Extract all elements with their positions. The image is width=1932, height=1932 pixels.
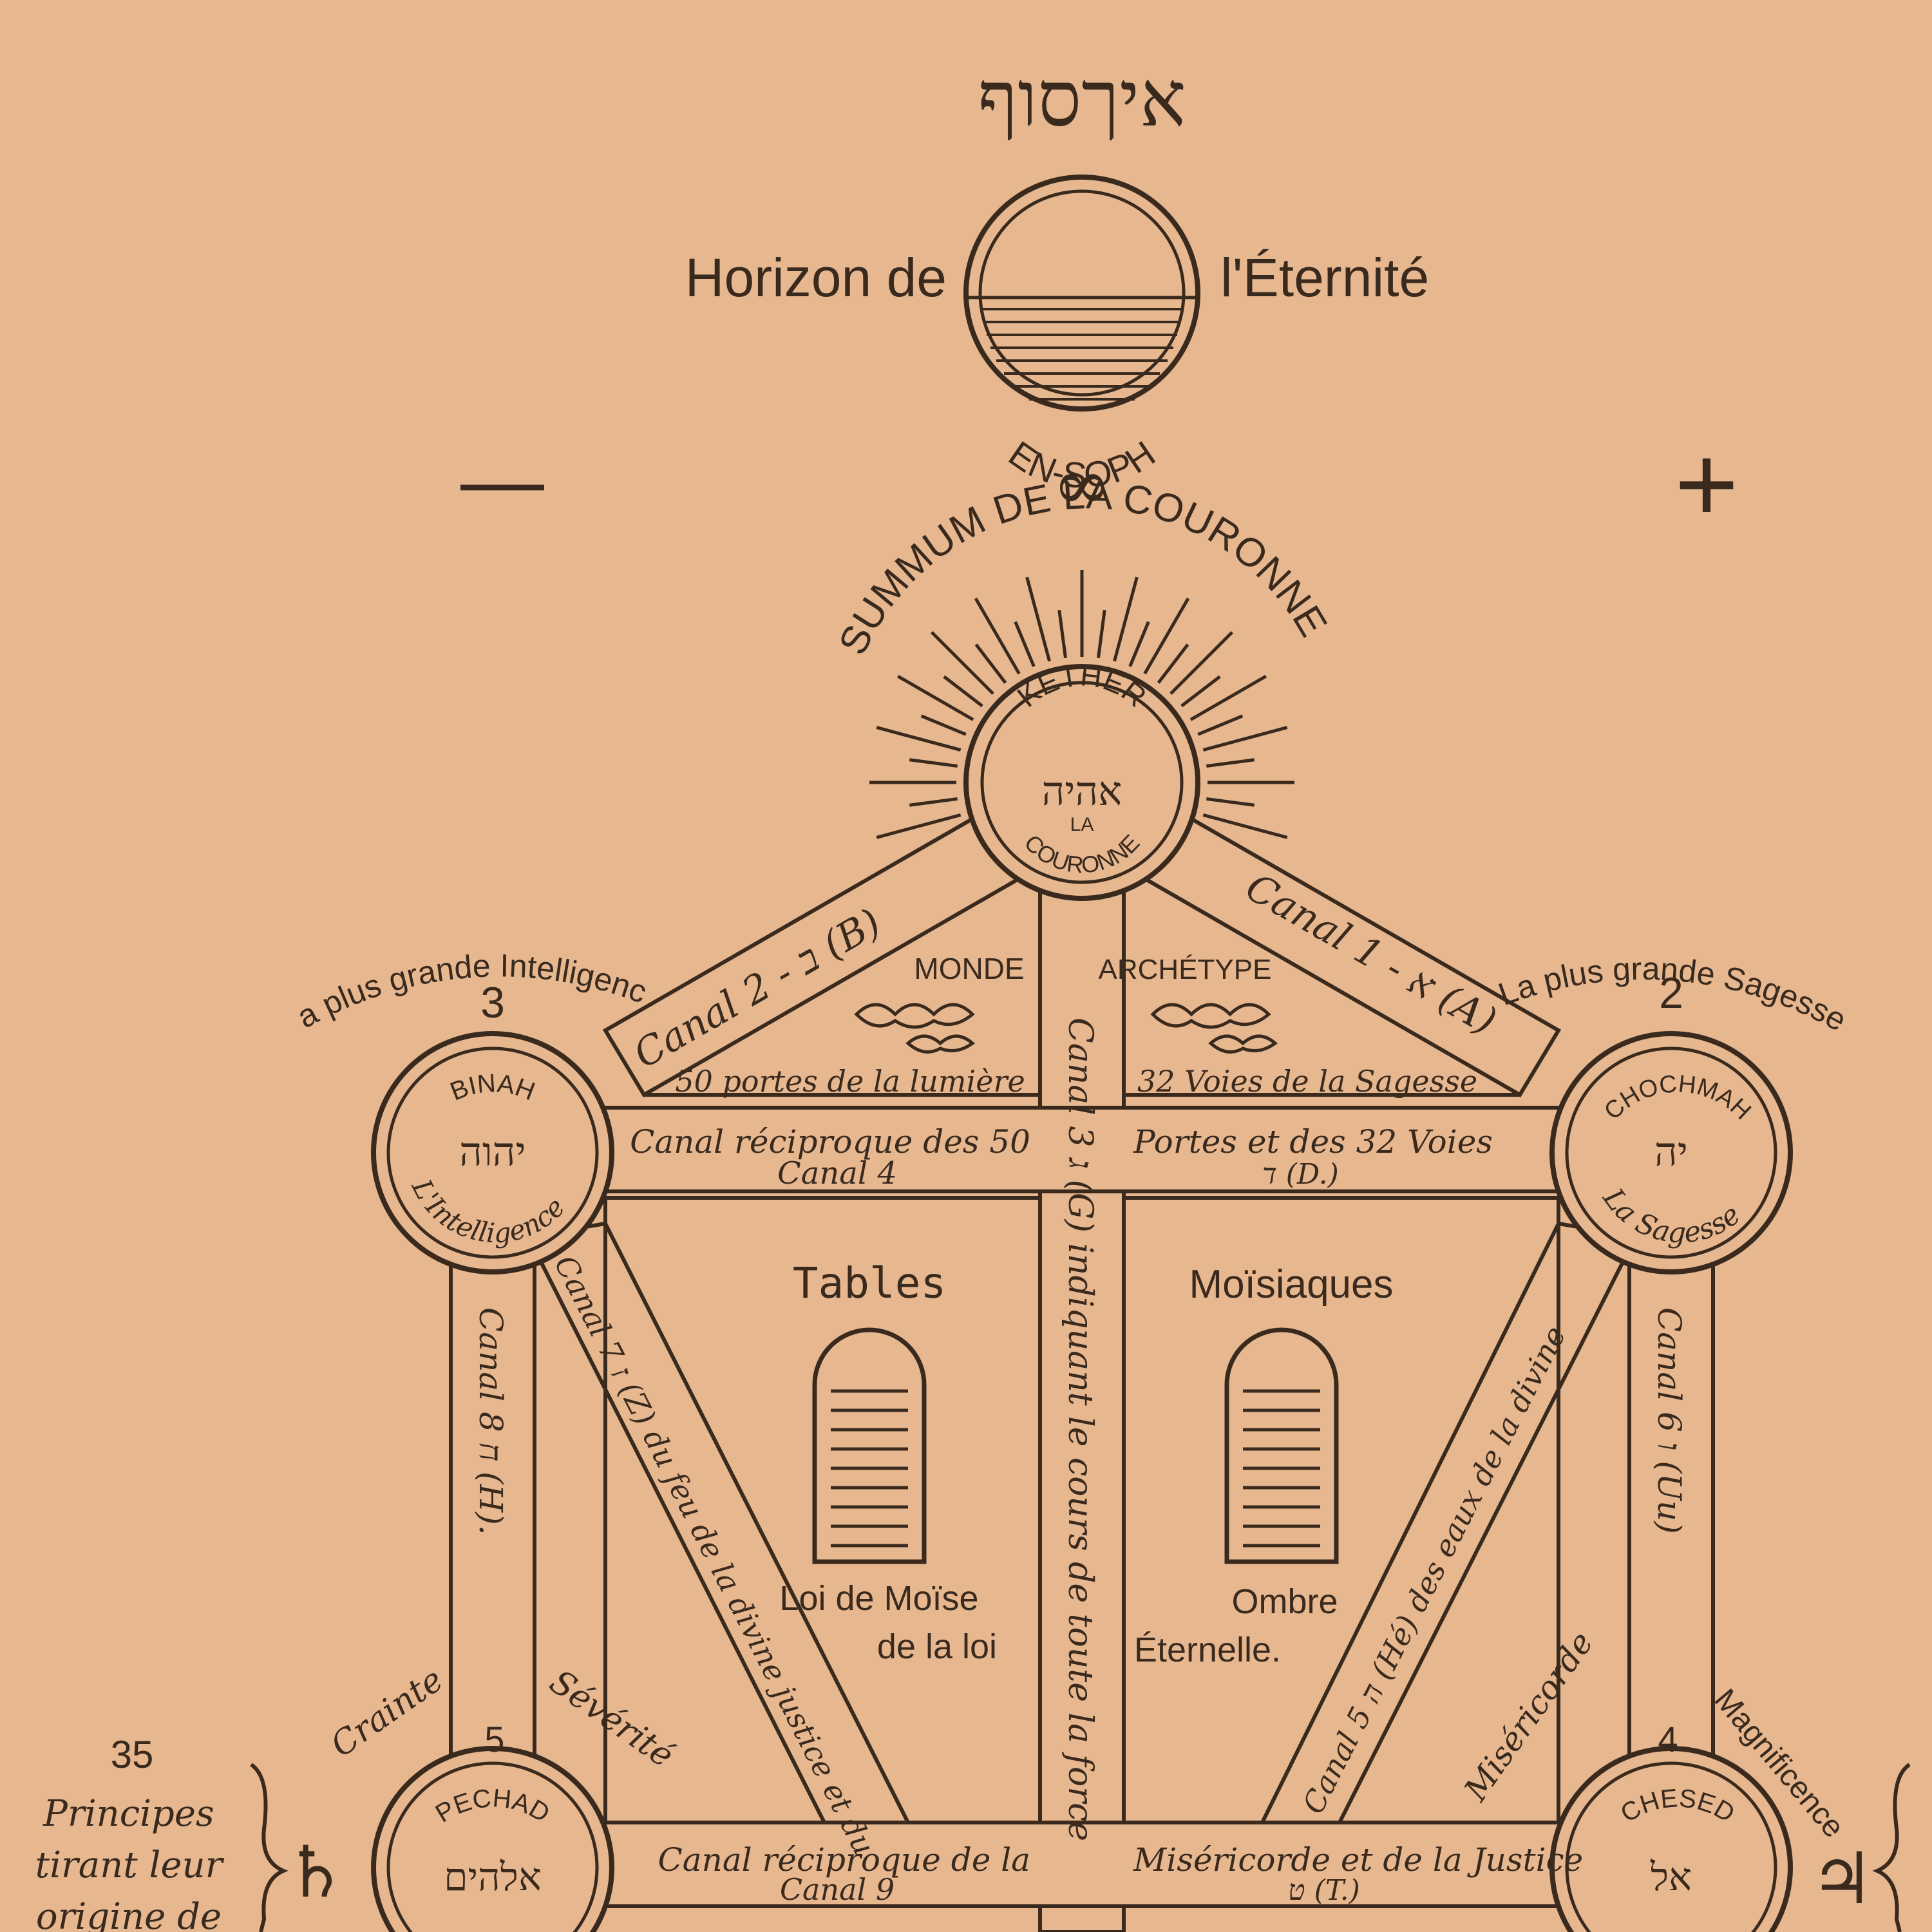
kether-ray [1180, 675, 1221, 708]
horizon-right-label: l'Éternité [1220, 247, 1429, 308]
archetype-label: ARCHÉTYPE [1099, 954, 1272, 985]
canal-3-text: Canal 3 ג (G) indiquant le cours de tout… [1061, 1018, 1099, 1841]
kether-ray [909, 758, 958, 768]
monde-label: MONDE [914, 952, 1024, 985]
chochmah-circle [1549, 1031, 1793, 1274]
kether-ray [920, 714, 967, 736]
canal-6-band [1627, 1235, 1715, 1818]
loi-moise-line1: Loi de Moïse [779, 1579, 978, 1618]
chesed-circle [1549, 1746, 1793, 1932]
jupiter-symbol: ♃ [1810, 1837, 1874, 1920]
loi-moise-line2: de la loi [877, 1627, 997, 1666]
kether-ray [1025, 576, 1051, 662]
kether-ray [943, 675, 983, 708]
right-brace [1872, 1763, 1911, 1932]
canal-9-line1-right: Miséricorde et de la Justice [1133, 1841, 1583, 1879]
voies-sagesse: 32 Voies de la Sagesse [1137, 1064, 1477, 1099]
binah-circle [371, 1031, 614, 1274]
ombre-line2: Éternelle. [1134, 1631, 1281, 1669]
number-35: 35 [111, 1733, 154, 1776]
canal-4-line2-right: ד (D.) [1262, 1158, 1339, 1191]
kether-ray [1206, 758, 1255, 768]
kether-hebrew: אהיה [1042, 768, 1122, 815]
canal-4-line2-left: Canal 4 [777, 1155, 897, 1191]
canal-9-line1-left: Canal réciproque de la [658, 1841, 1030, 1879]
kether-ray [1189, 674, 1267, 721]
kether-ray [1202, 813, 1288, 839]
horizon-left-label: Horizon de [685, 247, 947, 308]
tables-label: Tables [793, 1258, 946, 1308]
number-2: 2 [1659, 969, 1683, 1018]
kether-ray [1014, 621, 1036, 667]
chesed-hebrew: אל [1650, 1855, 1692, 1900]
kether-circle [963, 664, 1200, 901]
tablet-right [1224, 1327, 1339, 1564]
kether-ray [930, 630, 994, 695]
canal-9-line2-right: ט (T.) [1288, 1874, 1360, 1907]
kether-ray [1157, 643, 1189, 684]
portes-lumiere: 50 portes de la lumière [675, 1064, 1025, 1099]
kether-ray [1096, 609, 1106, 658]
kether-rays [869, 570, 1294, 839]
canal-4-line1-right: Portes et des 32 Voies [1133, 1123, 1493, 1160]
pechad-hebrew: אלהים [444, 1855, 542, 1900]
canal-8-band [449, 1235, 536, 1818]
kether-ray [909, 797, 958, 807]
kether-ray [974, 597, 1021, 675]
number-3: 3 [480, 978, 505, 1027]
pechad-circle [371, 1746, 614, 1932]
kether-ray [876, 726, 961, 752]
kether-ray [1057, 609, 1068, 658]
cloud-ornaments [854, 1003, 1278, 1054]
number-5: .5 [475, 1719, 505, 1759]
hebrew-title: איךסוף [978, 55, 1186, 144]
kether-ray [1170, 630, 1234, 695]
kether-ray [1197, 714, 1244, 736]
kether-ray [896, 674, 974, 721]
tablet-left [812, 1327, 927, 1564]
kether-ray [1143, 597, 1190, 675]
principes-line1: Principes [43, 1793, 214, 1835]
infinity-symbol: ∞ [1052, 443, 1112, 526]
kether-ray [876, 813, 961, 839]
number-4: 4 [1658, 1719, 1678, 1759]
canal-6-text: Canal 6 ו (Uu) [1651, 1307, 1688, 1534]
canal-9-line2-left: Canal 9 [780, 1872, 895, 1907]
en-soph-circle [963, 175, 1200, 412]
principes-line3: origine de [36, 1896, 222, 1932]
kether-ray [974, 643, 1007, 684]
canal-4-line1-left: Canal réciproque des 50 [630, 1123, 1030, 1160]
plus-sign: + [1674, 423, 1738, 545]
ombre-line1: Ombre [1231, 1582, 1338, 1621]
kether-la: LA [1070, 814, 1094, 835]
saturn-symbol: ♄ [284, 1831, 348, 1913]
kether-ray [1202, 726, 1288, 752]
principes-line2: tirant leur [35, 1844, 225, 1886]
chochmah-hebrew: יה [1654, 1128, 1688, 1175]
left-brace [250, 1763, 289, 1932]
moisiaques-label: Moïsiaques [1189, 1262, 1393, 1307]
kether-ray [1206, 797, 1255, 807]
kether-ray [1128, 621, 1150, 667]
minus-sign: — [460, 433, 544, 527]
canal-8-text: Canal 8 ח (H). [472, 1307, 509, 1535]
kether-ray [1113, 576, 1139, 662]
binah-hebrew: יהוה [459, 1128, 526, 1175]
